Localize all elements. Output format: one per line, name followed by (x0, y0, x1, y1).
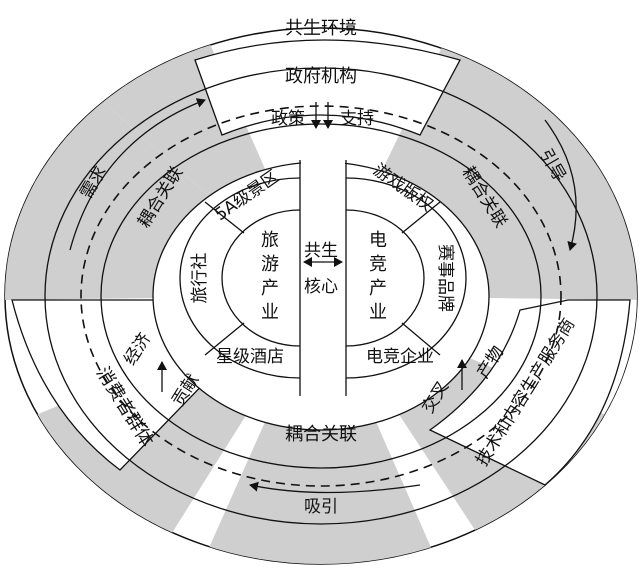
svg-text:核心: 核心 (304, 277, 338, 297)
svg-text:产: 产 (261, 278, 279, 299)
esports-core-label: 电 竞 产 业 (369, 230, 387, 323)
tourism-spoke-bottom (204, 322, 245, 356)
coupling-bottom-label: 耦合关联 (285, 424, 357, 445)
tourism-spoke-top (204, 201, 245, 234)
tourism-core (221, 209, 300, 347)
esports-spoke-bottom (401, 322, 441, 356)
support-label: 支持 (340, 109, 374, 129)
attract-arrow (249, 481, 421, 494)
tourism-mid (179, 177, 300, 379)
policy-label: 政策 (271, 109, 305, 129)
esports-mid (346, 177, 467, 379)
inner-ellipse (100, 123, 542, 469)
outer-ring-label: 共生环境 (285, 18, 357, 39)
government-label: 政府机构 (285, 66, 357, 87)
brand-label: 赛事品牌 (435, 244, 456, 312)
demand-arrow (69, 98, 206, 251)
guide-arrow (544, 119, 578, 251)
esports-core (346, 209, 425, 347)
esports-spoke-top (401, 201, 441, 234)
svg-text:游: 游 (261, 254, 279, 275)
svg-text:电: 电 (369, 230, 387, 251)
svg-text:竞: 竞 (369, 254, 387, 275)
divider-gap (301, 150, 345, 400)
company-label: 电竞企业 (366, 347, 434, 367)
dashed-ring (80, 105, 562, 487)
center-label: 共生 核心 (304, 241, 338, 297)
svg-text:产: 产 (369, 278, 387, 299)
svg-text:共生: 共生 (304, 241, 338, 261)
agency-label: 旅行社 (190, 253, 210, 304)
middle-ellipse (44, 67, 598, 525)
government-band (194, 39, 461, 136)
svg-text:业: 业 (369, 302, 387, 323)
svg-text:旅: 旅 (261, 230, 279, 251)
tourism-core-label: 旅 游 产 业 (261, 230, 279, 323)
svg-text:业: 业 (261, 302, 279, 323)
attract-label: 吸引 (304, 497, 338, 517)
hotel-label: 星级酒店 (216, 347, 284, 367)
